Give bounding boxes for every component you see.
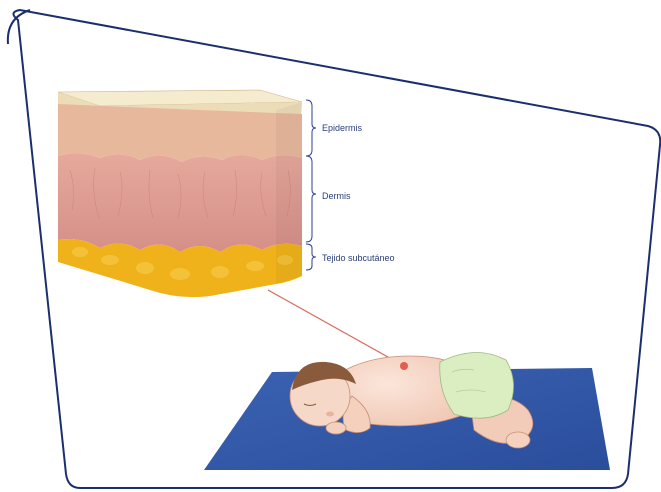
skin-block-side xyxy=(276,102,302,284)
dermis-label: Dermis xyxy=(322,191,351,201)
epidermis-label: Epidermis xyxy=(322,123,363,133)
dermis-layer xyxy=(58,153,302,252)
epidermis-front-face xyxy=(58,104,302,162)
injection-site-mark xyxy=(400,362,408,370)
subcutaneous-label: Tejido subcutáneo xyxy=(322,253,395,263)
